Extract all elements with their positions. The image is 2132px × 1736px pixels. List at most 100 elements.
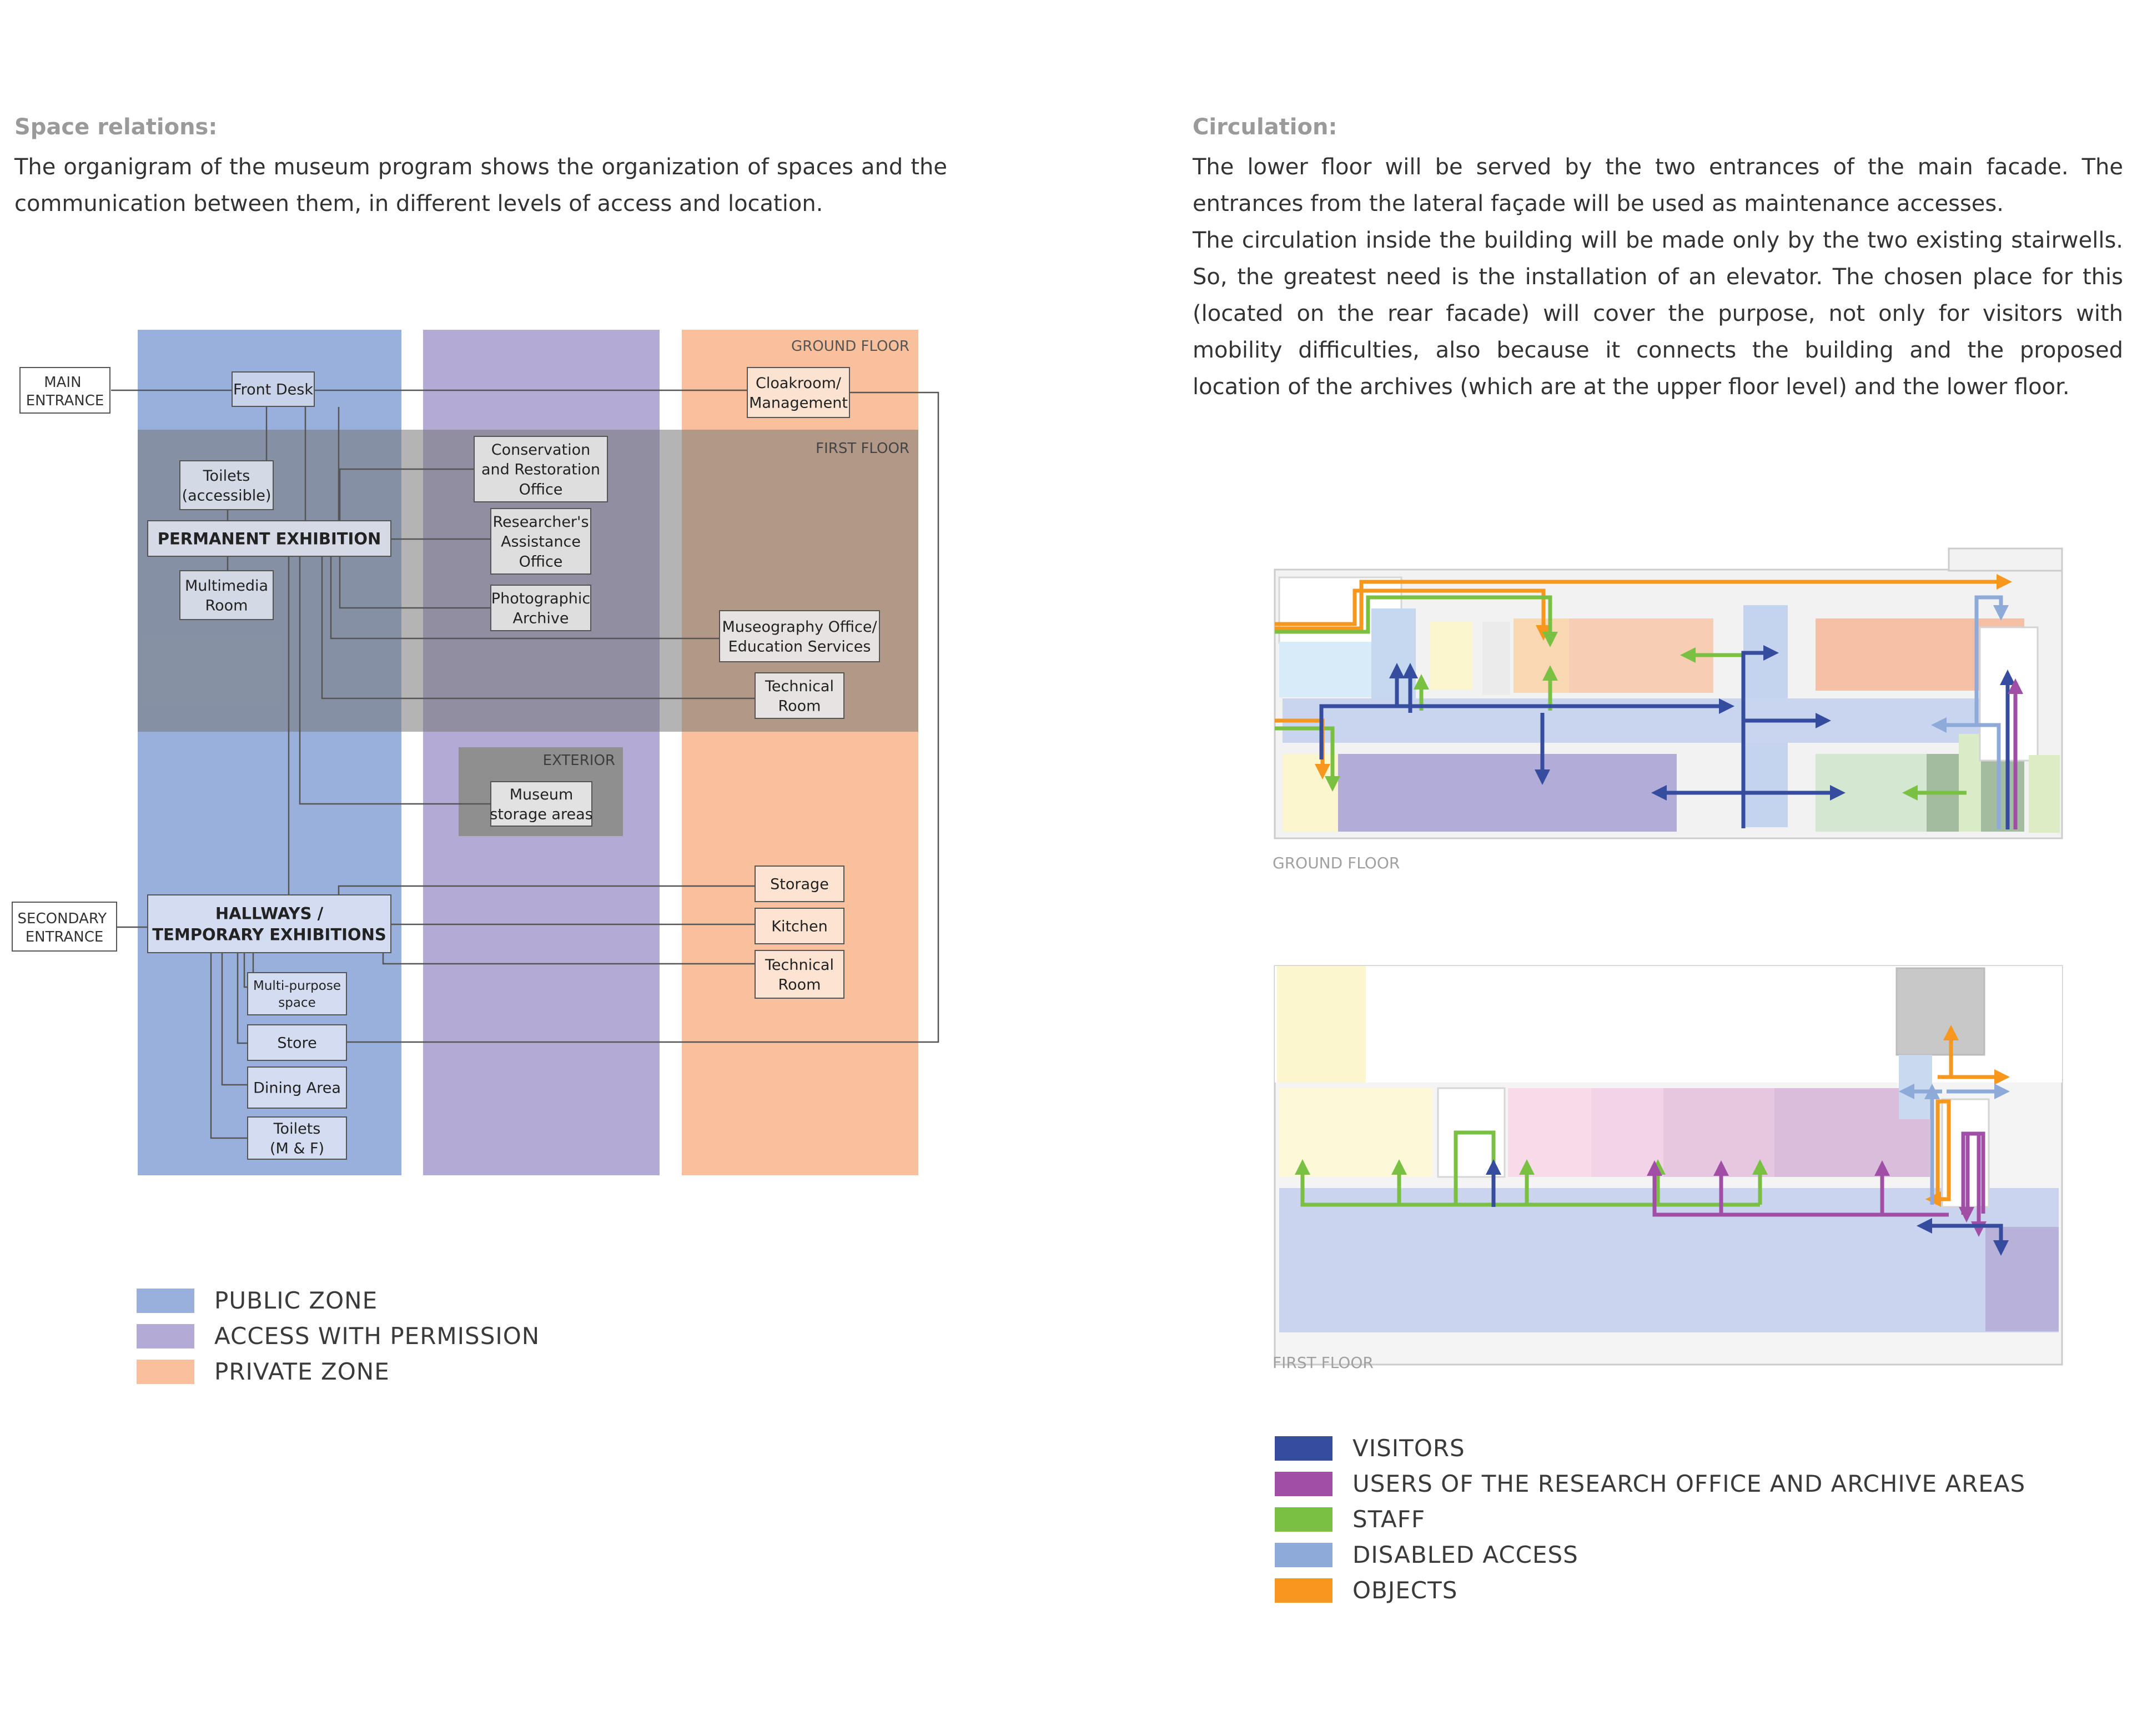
box-toilets-accessible-line-1: Toilets	[203, 467, 250, 485]
box-photographic-archive-line-2: Archive	[512, 610, 569, 627]
circulation-text-2: The circulation inside the building will…	[1193, 228, 2123, 400]
zone-legend-item: ACCESS WITH PERMISSION	[137, 1322, 540, 1350]
box-museography-office-line-2: Education Services	[728, 638, 871, 656]
box-conservation-line-2: and Restoration	[481, 461, 600, 479]
zone-legend-label: ACCESS WITH PERMISSION	[214, 1322, 540, 1350]
circulation-plans: GROUND FLOOR	[1273, 547, 2063, 1372]
circulation-legend-swatch	[1275, 1471, 1332, 1496]
box-researchers-office-line-2: Assistance	[501, 534, 581, 551]
circulation-paragraph: The lower floor will be served by the tw…	[1193, 149, 2123, 405]
box-photographic-archive-line-1: Photographic	[491, 590, 590, 607]
box-technical-room-1-line-2: Room	[778, 698, 821, 715]
ground-floor-label: GROUND FLOOR	[791, 338, 909, 355]
zone-legend-item: PUBLIC ZONE	[137, 1287, 378, 1314]
first-floor-plan-label: FIRST FLOOR	[1273, 1353, 1374, 1372]
exterior-label: EXTERIOR	[543, 752, 615, 769]
first-floor-plan	[1274, 965, 2063, 1366]
box-permanent-exhibition: PERMANENT EXHIBITION	[147, 520, 391, 557]
box-conservation-line-3: Office	[519, 481, 563, 498]
box-museography-office-line-1: Museography Office/	[722, 618, 877, 636]
first-floor-label: FIRST FLOOR	[816, 440, 909, 457]
space-relations-paragraph: The organigram of the museum program sho…	[14, 149, 947, 222]
svg-text:SECONDARY ENTRANCE: SECONDARY ENTRANCE	[18, 910, 112, 945]
box-toilets-accessible: Toilets (accessible)	[179, 460, 274, 510]
box-permanent-exhibition-line-1: PERMANENT EXHIBITION	[158, 529, 381, 548]
box-hallways: HALLWAYS / TEMPORARY EXHIBITIONS	[147, 894, 391, 953]
secondary-entrance-line-2: ENTRANCE	[26, 929, 104, 945]
circulation-legend-label: USERS OF THE RESEARCH OFFICE AND ARCHIVE…	[1352, 1470, 2026, 1497]
circulation-legend-swatch	[1275, 1542, 1332, 1567]
box-museum-storage-line-1: Museum	[510, 786, 574, 803]
box-hallways-line-2: TEMPORARY EXHIBITIONS	[152, 925, 386, 944]
box-toilets-mf-line-1: Toilets	[273, 1120, 321, 1138]
space-relations-text: The organigram of the museum program sho…	[14, 154, 947, 217]
box-cloakroom-line-1: Cloakroom/	[756, 375, 842, 392]
circulation-legend-item: USERS OF THE RESEARCH OFFICE AND ARCHIVE…	[1275, 1470, 2025, 1497]
space-relations-heading: Space relations:	[14, 114, 218, 140]
box-front-desk: Front Desk	[232, 371, 315, 407]
circulation-legend-item: STAFF	[1275, 1506, 1425, 1533]
circulation-legend-swatch	[1275, 1436, 1332, 1461]
circulation-legend-label: DISABLED ACCESS	[1352, 1541, 1578, 1568]
zone-legend-swatch	[137, 1359, 194, 1384]
box-hallways-line-1: HALLWAYS /	[215, 904, 324, 923]
box-technical-room-1-line-1: Technical	[765, 678, 834, 695]
box-kitchen: Kitchen	[755, 908, 844, 944]
box-multipurpose-line-2: space	[278, 995, 315, 1010]
first-floor-routes	[1295, 1025, 2010, 1256]
organigram-diagram: GROUND FLOOR FIRST FLOOR EXTERIOR MAIN	[12, 330, 939, 1175]
box-storage: Storage	[755, 866, 844, 902]
box-museography-office: Museography Office/Education Services	[719, 610, 880, 662]
circulation-text-1: The lower floor will be served by the tw…	[1193, 154, 2123, 217]
box-toilets-accessible-line-2: (accessible)	[182, 487, 271, 505]
box-researchers-office-line-1: Researcher's	[492, 514, 589, 531]
box-museum-storage-line-2: storage areas	[490, 806, 592, 823]
zone-legend-item: PRIVATE ZONE	[137, 1358, 390, 1385]
box-cloakroom: Cloakroom/Management	[747, 367, 850, 418]
box-multipurpose-line-1: Multi-purpose	[253, 979, 341, 993]
secondary-entrance-box: SECONDARY ENTRANCE	[12, 902, 117, 952]
circulation-legend-label: STAFF	[1352, 1506, 1426, 1533]
secondary-entrance-line-1: SECONDARY	[18, 910, 107, 927]
box-store-line-1: Store	[277, 1035, 316, 1052]
box-multimedia-room-line-1: Multimedia	[185, 577, 268, 595]
box-multimedia-room-line-2: Room	[205, 597, 248, 615]
svg-text:MAIN ENTRANCE: MAIN ENTRANCE	[26, 374, 104, 409]
box-kitchen-line-1: Kitchen	[771, 918, 827, 935]
main-entrance-line-2: ENTRANCE	[26, 393, 104, 409]
circulation-legend-item: VISITORS	[1275, 1435, 1465, 1462]
circulation-legend-swatch	[1275, 1578, 1332, 1603]
main-entrance-box: MAIN ENTRANCE	[19, 367, 110, 414]
box-museum-storage: Museum storage areas	[490, 781, 593, 827]
box-toilets-mf: Toilets (M & F)	[247, 1116, 347, 1160]
box-front-desk-line-1: Front Desk	[233, 381, 313, 399]
box-toilets-mf-line-2: (M & F)	[270, 1140, 324, 1158]
circulation-legend-item: DISABLED ACCESS	[1275, 1541, 1578, 1568]
box-store: Store	[247, 1024, 347, 1061]
circulation-legend-swatch	[1275, 1507, 1332, 1532]
zone-legend-swatch	[137, 1288, 194, 1313]
zone-legend-label: PUBLIC ZONE	[214, 1287, 378, 1314]
box-technical-room-2-line-1: Technical	[765, 957, 834, 974]
circulation-legend-item: OBJECTS	[1275, 1577, 1457, 1604]
zone-legend-label: PRIVATE ZONE	[214, 1358, 390, 1385]
box-storage-line-1: Storage	[770, 876, 829, 893]
circulation-legend-label: OBJECTS	[1352, 1577, 1458, 1604]
box-cloakroom-line-2: Management	[749, 395, 848, 412]
box-conservation-line-1: Conservation	[491, 441, 591, 459]
box-researchers-office-line-3: Office	[519, 553, 563, 570]
zone-legend-swatch	[137, 1324, 194, 1348]
box-dining-area-line-1: Dining Area	[253, 1080, 341, 1097]
box-multipurpose: Multi-purpose space	[247, 972, 347, 1015]
box-technical-room-2-line-2: Room	[778, 977, 821, 994]
ground-floor-routes	[1275, 574, 2023, 829]
circulation-legend-label: VISITORS	[1352, 1435, 1465, 1462]
circulation-heading: Circulation:	[1193, 114, 1337, 140]
ground-floor-plan-label: GROUND FLOOR	[1273, 854, 1400, 872]
